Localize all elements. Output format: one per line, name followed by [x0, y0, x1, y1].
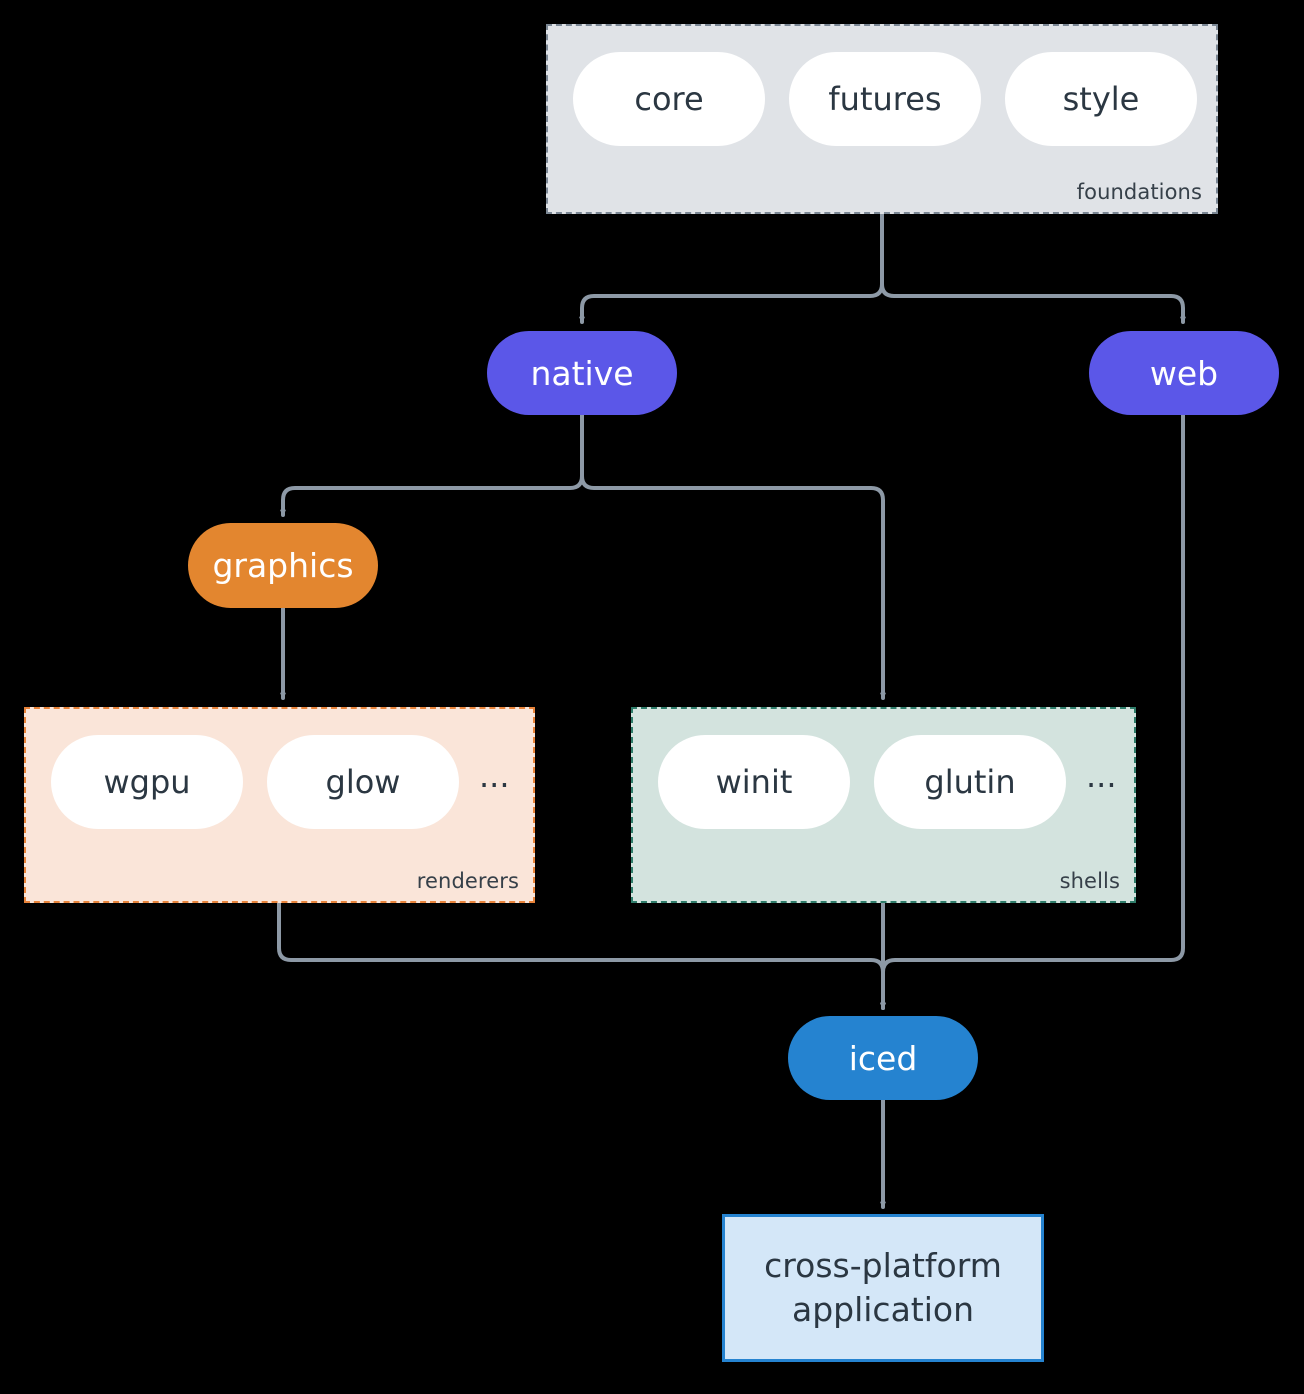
node-iced[interactable]: iced	[788, 1016, 978, 1100]
application-label-line2: application	[791, 1290, 975, 1329]
cluster-foundations[interactable]: core futures style foundations	[546, 24, 1218, 214]
cluster-renderers[interactable]: wgpu glow ... renderers	[24, 707, 535, 903]
node-winit-label: winit	[715, 763, 793, 801]
node-native-label: native	[530, 353, 634, 393]
edge-renderers-iced	[277, 901, 886, 1010]
renderers-ellipsis: ...	[479, 757, 510, 795]
node-wgpu-label: wgpu	[103, 763, 191, 801]
node-cross-platform-application[interactable]: cross-platform application	[722, 1214, 1044, 1362]
edge-native-graphics	[280, 413, 584, 517]
cluster-shells[interactable]: winit glutin ... shells	[631, 707, 1136, 903]
node-winit[interactable]: winit	[658, 735, 850, 829]
node-glow-label: glow	[325, 763, 401, 801]
cluster-renderers-members: wgpu glow ...	[51, 735, 510, 829]
node-glutin[interactable]: glutin	[874, 735, 1066, 829]
cluster-foundations-label: foundations	[1076, 180, 1202, 204]
application-label-line1: cross-platform	[764, 1246, 1002, 1286]
cluster-foundations-members: core futures style	[573, 52, 1197, 146]
node-web-label: web	[1149, 353, 1219, 393]
node-native[interactable]: native	[487, 331, 677, 415]
cluster-renderers-label: renderers	[416, 869, 519, 893]
node-glow[interactable]: glow	[267, 735, 459, 829]
edge-foundations-web	[880, 212, 1186, 324]
node-graphics-label: graphics	[212, 546, 354, 585]
node-iced-label: iced	[848, 1038, 918, 1078]
node-core-label: core	[634, 80, 704, 118]
edge-foundations-native	[579, 212, 884, 324]
node-graphics[interactable]: graphics	[188, 523, 378, 608]
node-glutin-label: glutin	[924, 763, 1016, 801]
node-web[interactable]: web	[1089, 331, 1279, 415]
node-core[interactable]: core	[573, 52, 765, 146]
node-futures-label: futures	[828, 80, 942, 118]
edge-native-shells	[580, 413, 886, 700]
node-style[interactable]: style	[1005, 52, 1197, 146]
node-futures[interactable]: futures	[789, 52, 981, 146]
cluster-shells-members: winit glutin ...	[658, 735, 1117, 829]
node-style-label: style	[1062, 80, 1140, 118]
cluster-shells-label: shells	[1059, 869, 1120, 893]
shells-ellipsis: ...	[1086, 757, 1117, 795]
node-wgpu[interactable]: wgpu	[51, 735, 243, 829]
